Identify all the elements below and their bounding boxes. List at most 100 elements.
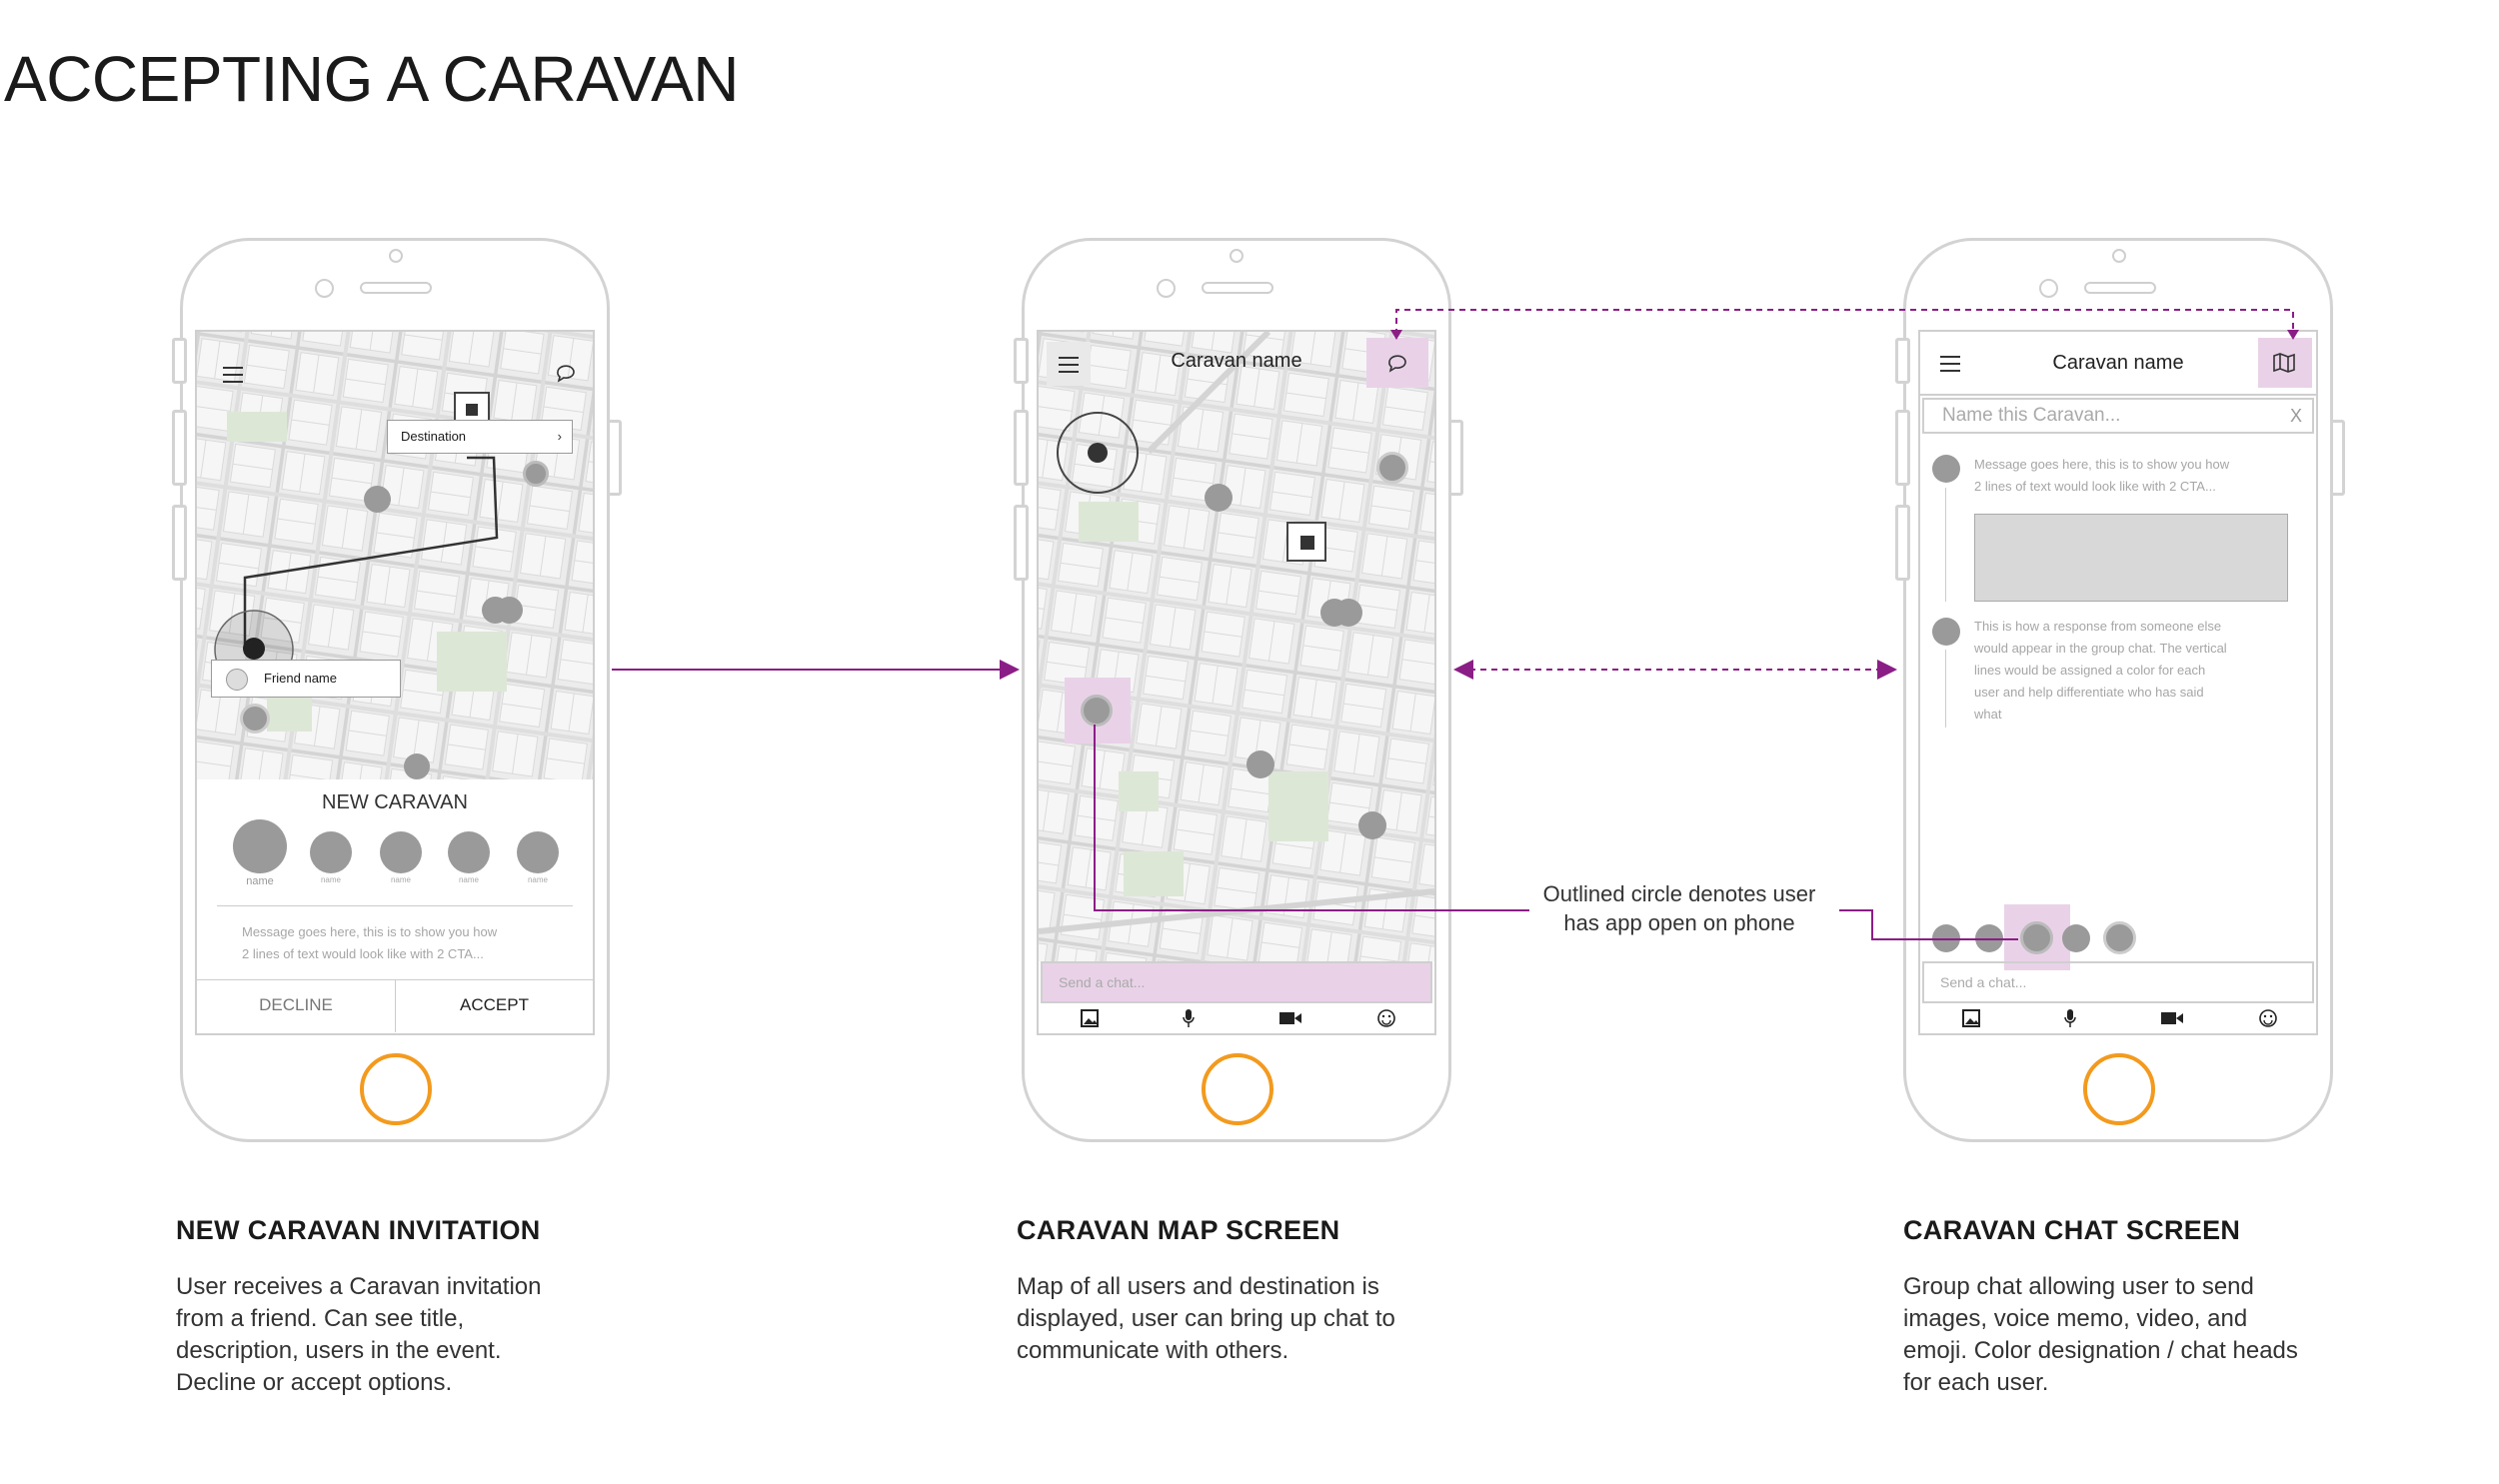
menu-icon <box>1059 357 1079 373</box>
member-avatar[interactable] <box>233 819 287 873</box>
invitation-card: NEW CARAVAN name name name name name Mes… <box>197 779 593 1033</box>
phone-side-button <box>1448 420 1463 496</box>
image-icon[interactable] <box>1962 1009 1980 1027</box>
caravan-name-input[interactable]: Name this Caravan... X <box>1922 398 2314 434</box>
phone-side-button <box>1895 505 1910 581</box>
decline-button[interactable]: DECLINE <box>197 980 395 1032</box>
chat-head[interactable] <box>2062 924 2090 952</box>
member-avatar[interactable] <box>448 831 490 873</box>
screen-invitation: Destination › Friend name NEW CARAVAN na… <box>195 330 595 1035</box>
caption-line: displayed, user can bring up chat to <box>1017 1305 1395 1332</box>
member-avatar[interactable] <box>517 831 559 873</box>
home-button[interactable] <box>1202 1053 1273 1125</box>
page-title: ACCEPTING A CARAVAN <box>4 43 739 115</box>
destination-text: Destination <box>401 429 467 444</box>
phone-side-button <box>1014 410 1029 486</box>
chat-toolbar <box>1039 1003 1434 1033</box>
user-marker[interactable] <box>1247 750 1274 778</box>
menu-icon[interactable] <box>223 366 243 389</box>
chat-message: Message goes here, this is to show you h… <box>1974 454 2304 498</box>
emoji-icon[interactable] <box>2258 1008 2278 1028</box>
chat-placeholder: Send a chat... <box>1940 974 2027 990</box>
chat-message: This is how a response from someone else… <box>1974 616 2304 726</box>
front-camera <box>2112 249 2126 263</box>
microphone-icon[interactable] <box>1182 1008 1196 1028</box>
flow-arrow <box>1395 309 2294 335</box>
screen-chat: Caravan name Name this Caravan... X Mess… <box>1918 330 2318 1035</box>
phone-side-button <box>1014 505 1029 581</box>
user-marker[interactable] <box>1081 695 1113 727</box>
menu-button[interactable] <box>1047 342 1091 386</box>
user-marker[interactable] <box>1334 599 1362 627</box>
chat-head[interactable] <box>1932 618 1960 646</box>
phone-speaker <box>2084 282 2156 294</box>
phone-sensor <box>2039 279 2058 298</box>
front-camera <box>1230 249 1244 263</box>
user-marker[interactable] <box>496 597 523 624</box>
video-icon[interactable] <box>1278 1010 1302 1026</box>
image-icon[interactable] <box>1081 1009 1099 1027</box>
destination-marker <box>1286 522 1326 562</box>
send-chat-input[interactable]: Send a chat... <box>1041 961 1432 1003</box>
member-name: name <box>458 875 479 884</box>
annotation-leader <box>1839 909 2018 940</box>
user-marker[interactable] <box>240 704 270 734</box>
name-placeholder: Name this Caravan... <box>1942 405 2121 426</box>
chat-header: Caravan name <box>1920 332 2316 396</box>
phone-side-button <box>1014 338 1029 384</box>
phone-side-button <box>2330 420 2345 496</box>
message-line: Message goes here, this is to show you h… <box>1974 457 2230 472</box>
send-chat-input[interactable]: Send a chat... <box>1922 961 2314 1003</box>
friend-label[interactable]: Friend name <box>211 660 401 698</box>
user-marker[interactable] <box>1205 484 1233 512</box>
home-button[interactable] <box>2083 1053 2155 1125</box>
annotation-leader <box>1094 725 1529 911</box>
message-line: 2 lines of text would look like with 2 C… <box>1974 479 2216 494</box>
phone-side-button <box>172 410 187 486</box>
user-marker[interactable] <box>364 486 391 513</box>
accept-button[interactable]: ACCEPT <box>396 980 593 1032</box>
image-attachment[interactable] <box>1974 514 2288 602</box>
user-marker[interactable] <box>404 753 430 779</box>
member-avatar[interactable] <box>310 831 352 873</box>
caption-title: CARAVAN MAP SCREEN <box>1017 1215 1340 1245</box>
user-marker[interactable] <box>523 461 549 487</box>
home-button[interactable] <box>360 1053 432 1125</box>
chat-head[interactable] <box>2103 921 2136 954</box>
message-line: This is how a response from someone else <box>1974 619 2222 634</box>
caravan-title: Caravan name <box>1171 350 1302 372</box>
map[interactable] <box>197 332 593 779</box>
user-marker[interactable] <box>1358 811 1386 839</box>
video-icon[interactable] <box>2160 1010 2184 1026</box>
annotation-line: has app open on phone <box>1563 910 1795 935</box>
map-button[interactable] <box>2258 338 2312 388</box>
chat-button[interactable] <box>1366 338 1428 388</box>
divider <box>395 980 396 1032</box>
menu-icon[interactable] <box>1940 355 1960 373</box>
emoji-icon[interactable] <box>1376 1008 1396 1028</box>
user-marker[interactable] <box>1376 452 1408 484</box>
card-title: NEW CARAVAN <box>322 791 468 813</box>
divider <box>217 905 573 906</box>
annotation-text: Outlined circle denotes user has app ope… <box>1499 879 1859 937</box>
phone-side-button <box>1895 410 1910 486</box>
chat-head[interactable] <box>2020 921 2053 954</box>
map-icon <box>2273 353 2295 373</box>
caption-line: images, voice memo, video, and <box>1903 1305 2248 1332</box>
destination-label[interactable]: Destination › <box>387 420 573 454</box>
current-user-ring <box>1057 412 1139 494</box>
member-avatar[interactable] <box>380 831 422 873</box>
message-line: would appear in the group chat. The vert… <box>1974 641 2227 656</box>
caption-line: description, users in the event. <box>176 1337 502 1364</box>
chat-head[interactable] <box>1932 455 1960 483</box>
clear-button[interactable]: X <box>2289 406 2302 426</box>
member-name: name <box>527 875 548 884</box>
chat-toolbar <box>1920 1003 2316 1033</box>
chat-bubble-icon[interactable] <box>555 362 577 389</box>
microphone-icon[interactable] <box>2063 1008 2077 1028</box>
caption-body: User receives a Caravan invitation from … <box>176 1271 542 1399</box>
caption-line: Map of all users and destination is <box>1017 1273 1379 1300</box>
friend-avatar <box>226 669 248 691</box>
caption-line: emoji. Color designation / chat heads <box>1903 1337 2298 1364</box>
invitation-message: Message goes here, this is to show you h… <box>242 921 572 965</box>
